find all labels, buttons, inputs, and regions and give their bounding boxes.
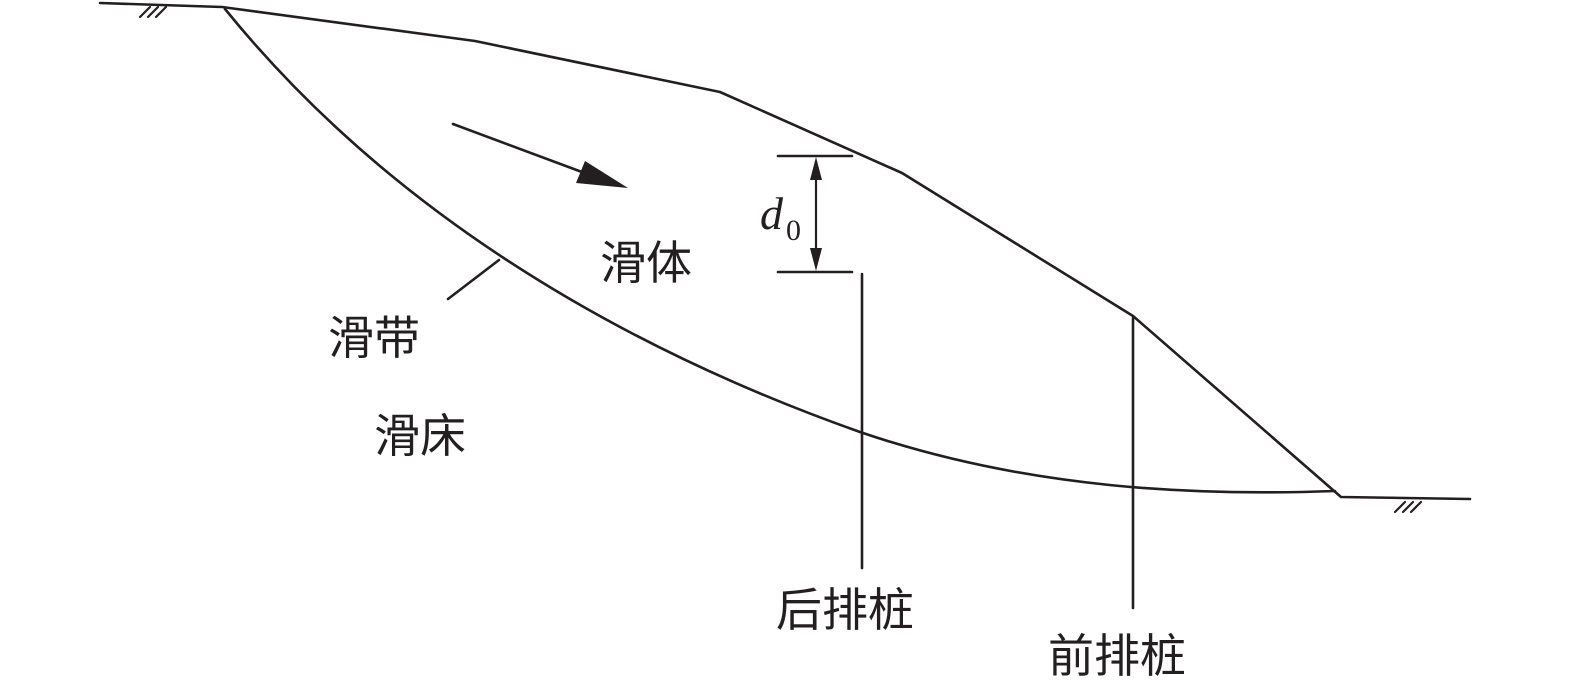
- sliding-zone-label: 滑带: [328, 311, 420, 365]
- sliding-bed-label: 滑床: [374, 409, 466, 463]
- sliding-surface-curve: [223, 7, 1337, 494]
- sliding-direction-arrow-icon: [451, 122, 628, 188]
- sliding-zone-leader-line: [446, 258, 501, 301]
- slope-surface-line: [98, 1, 1472, 501]
- dimension-d0: d 0: [760, 154, 854, 274]
- sliding-body-label: 滑体: [600, 236, 692, 290]
- front-pile-label: 前排桩: [1048, 629, 1186, 683]
- rear-pile-label: 后排桩: [776, 583, 914, 637]
- ground-hatch-right-icon: [1393, 500, 1423, 514]
- dimension-subscript: 0: [786, 214, 801, 247]
- ground-hatch-left-icon: [138, 5, 168, 19]
- dimension-variable: d: [760, 188, 784, 239]
